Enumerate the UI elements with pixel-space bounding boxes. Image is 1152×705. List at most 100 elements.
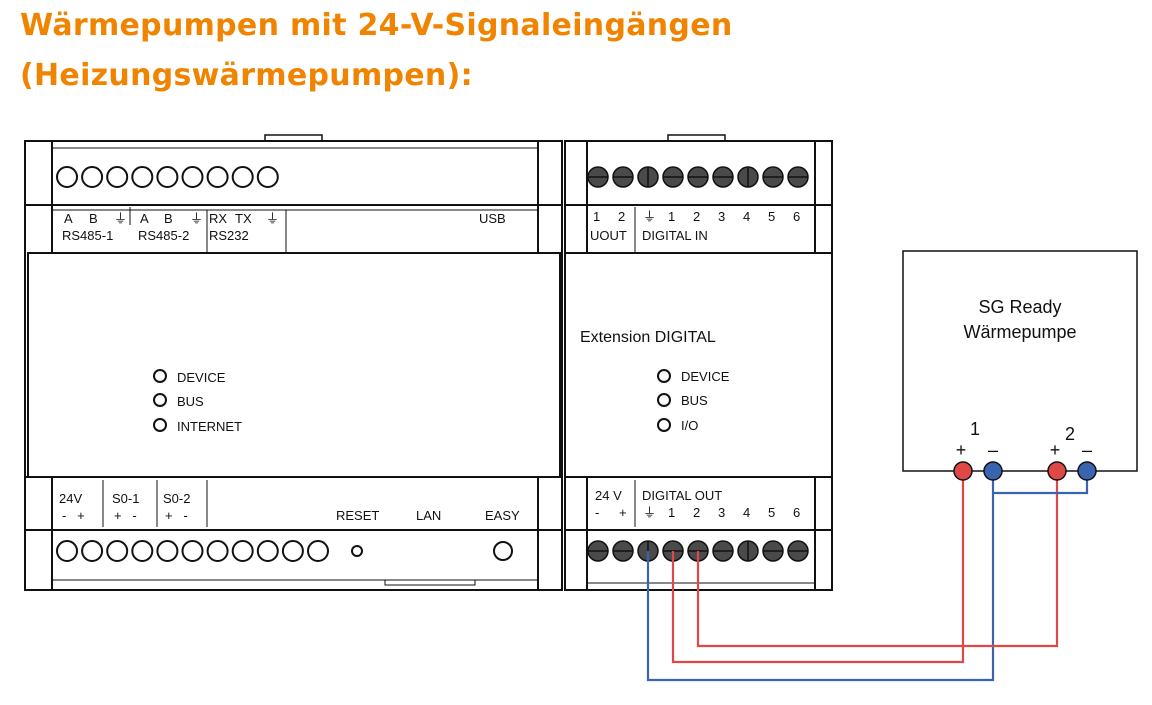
port-pin-label: B xyxy=(164,211,173,226)
rs232-label: RS232 xyxy=(209,228,249,243)
digital-out-pin-label: 6 xyxy=(793,505,800,520)
reset-button xyxy=(351,545,363,557)
ext-24v-minus: - xyxy=(595,505,599,520)
heat-pump-box xyxy=(902,250,1138,472)
terminal-screw xyxy=(181,540,204,562)
s0-2-polarity: + - xyxy=(165,508,188,523)
lan-label: LAN xyxy=(416,508,441,523)
terminal-2-minus xyxy=(1077,461,1097,481)
wire-bridge-blue xyxy=(993,471,1089,495)
port-pin-label: ⏚ xyxy=(190,211,203,226)
terminal-screw xyxy=(156,166,179,188)
digital-out-pin-label: 2 xyxy=(693,505,700,520)
usb-label: USB xyxy=(479,211,506,226)
terminal-screw xyxy=(787,166,809,188)
terminal-1-minus xyxy=(983,461,1003,481)
terminal-screw xyxy=(612,540,634,562)
port-pin-label: RX xyxy=(209,211,227,226)
wire-ground-blue xyxy=(646,471,995,682)
terminal-screw xyxy=(762,166,784,188)
24v-polarity: - + xyxy=(62,508,85,523)
reset-label: RESET xyxy=(336,508,379,523)
digital-in-label: DIGITAL IN xyxy=(642,228,708,243)
digital-in-pin-label: 4 xyxy=(743,209,750,224)
heat-pump-title-line2: Wärmepumpe xyxy=(963,322,1076,342)
terminal-screw xyxy=(712,166,734,188)
digital-in-pin-label: 1 xyxy=(668,209,675,224)
led-internet-label: INTERNET xyxy=(177,419,242,434)
terminal-screw xyxy=(56,540,78,562)
uout-label: UOUT xyxy=(590,228,627,243)
terminal-screw xyxy=(56,166,78,188)
terminal-screw xyxy=(256,166,279,188)
digital-out-pin-label: ⏚ xyxy=(643,505,656,520)
ext-24v-plus: + xyxy=(619,505,627,520)
terminal-screw xyxy=(737,166,759,188)
page-title-line1: Wärmepumpen mit 24-V-Signaleingängen xyxy=(20,8,733,43)
port-pin-label: ⏚ xyxy=(114,211,127,226)
port-pin-label: A xyxy=(64,211,73,226)
terminal-screw xyxy=(687,166,709,188)
terminal-screw xyxy=(787,540,809,562)
led-indicator xyxy=(153,393,167,407)
input-2-label: 2 xyxy=(1065,424,1075,444)
terminal-screw xyxy=(762,540,784,562)
terminal-screw xyxy=(206,166,229,188)
port-pin-label: TX xyxy=(235,211,252,226)
terminal-screw xyxy=(131,540,154,562)
terminal-screw xyxy=(156,540,179,562)
easy-button xyxy=(493,541,513,561)
terminal-screw xyxy=(231,166,254,188)
digital-out-pin-label: 3 xyxy=(718,505,725,520)
ext-24v-label: 24 V xyxy=(595,488,622,503)
s0-1-polarity: + - xyxy=(114,508,137,523)
ext-led-io-label: I/O xyxy=(681,418,698,433)
input-2-plus: + xyxy=(1050,440,1061,460)
ext-led-bus-label: BUS xyxy=(681,393,708,408)
input-1-minus: – xyxy=(988,440,998,460)
digital-out-pin-label: 5 xyxy=(768,505,775,520)
port-pin-label: B xyxy=(89,211,98,226)
digital-in-pin-label: 6 xyxy=(793,209,800,224)
24v-label: 24V xyxy=(59,491,82,506)
terminal-screw xyxy=(612,166,634,188)
terminal-screw xyxy=(206,540,229,562)
extension-device xyxy=(564,134,833,591)
led-indicator xyxy=(657,369,671,383)
terminal-screw xyxy=(587,540,609,562)
wire-out1-red xyxy=(671,471,965,664)
terminal-2-plus xyxy=(1047,461,1067,481)
terminal-screw xyxy=(81,166,104,188)
ext-led-device-label: DEVICE xyxy=(681,369,730,384)
input-1-label: 1 xyxy=(970,419,980,439)
digital-in-pin-label: 2 xyxy=(693,209,700,224)
rs485-1-label: RS485-1 xyxy=(62,228,113,243)
digital-out-pin-label: 1 xyxy=(668,505,675,520)
led-bus-label: BUS xyxy=(177,394,204,409)
digital-in-pin-label: 1 xyxy=(593,209,600,224)
terminal-screw xyxy=(281,540,304,562)
terminal-screw xyxy=(231,540,254,562)
led-indicator xyxy=(153,418,167,432)
terminal-screw xyxy=(712,540,734,562)
port-pin-label: ⏚ xyxy=(266,211,279,226)
terminal-screw xyxy=(131,166,154,188)
terminal-screw xyxy=(256,540,279,562)
terminal-screw xyxy=(662,166,684,188)
terminal-screw xyxy=(106,540,129,562)
terminal-screw xyxy=(637,166,659,188)
s0-1-label: S0-1 xyxy=(112,491,139,506)
s0-2-label: S0-2 xyxy=(163,491,190,506)
digital-out-label: DIGITAL OUT xyxy=(642,488,722,503)
digital-in-pin-label: 5 xyxy=(768,209,775,224)
rs485-2-label: RS485-2 xyxy=(138,228,189,243)
led-indicator xyxy=(657,418,671,432)
input-2-minus: – xyxy=(1082,440,1092,460)
terminal-screw xyxy=(181,166,204,188)
main-device xyxy=(24,134,563,591)
led-device-label: DEVICE xyxy=(177,370,226,385)
terminal-screw xyxy=(737,540,759,562)
terminal-screw xyxy=(81,540,104,562)
digital-out-pin-label: 4 xyxy=(743,505,750,520)
